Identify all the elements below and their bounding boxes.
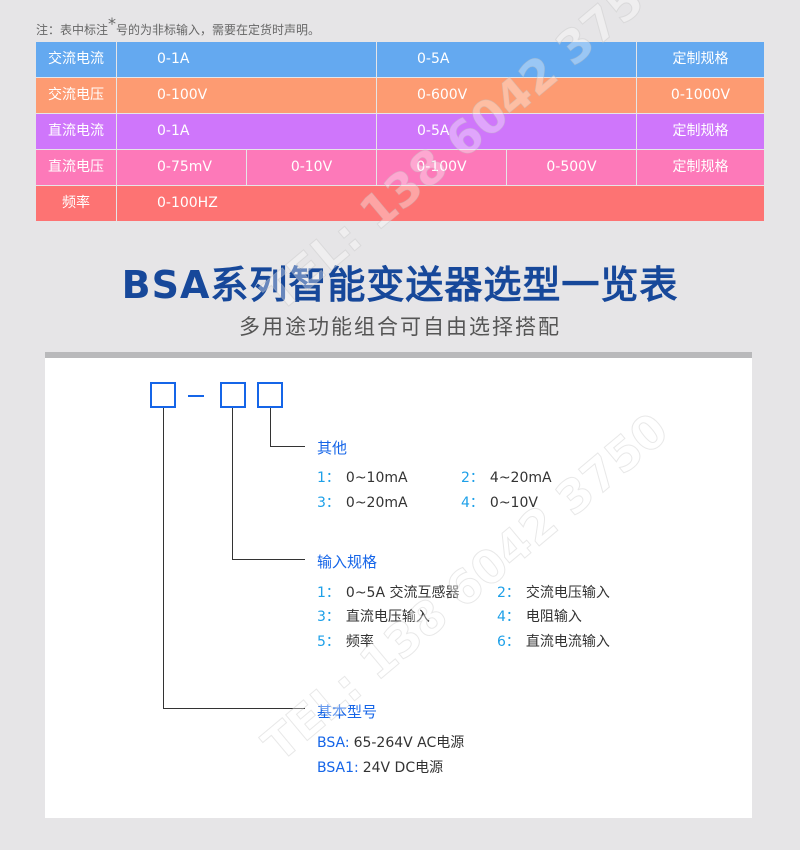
option: 2： 4~20mA (461, 467, 552, 487)
table-cell: 定制规格 (637, 114, 764, 149)
option-text: 交流电压输入 (525, 585, 610, 601)
option-number: 4： (461, 495, 484, 511)
table-cell: 0-5A (377, 42, 636, 77)
option-number: BSA1: (317, 760, 359, 776)
base-model-box (150, 382, 176, 408)
option: 4： 电阻输入 (497, 606, 582, 626)
option-text: 频率 (345, 634, 374, 650)
option: 6： 直流电流输入 (497, 631, 610, 651)
option: BSA1:24V DC电源 (317, 757, 443, 777)
input-spec-box (220, 382, 246, 408)
table-cell: 定制规格 (637, 42, 764, 77)
table-cell: 0-10V (247, 150, 376, 185)
table-cell: 0-1000V (637, 78, 764, 113)
row-label: 交流电压 (36, 78, 116, 113)
option-number: 5： (317, 634, 340, 650)
option-number: 3： (317, 609, 340, 625)
option-text: 直流电压输入 (345, 609, 430, 625)
table-cell: 0-1A (117, 114, 376, 149)
row-label: 直流电压 (36, 150, 116, 185)
connector-line (232, 408, 233, 559)
note-text: 注：表中标注 (36, 23, 109, 37)
option: 3： 0~20mA (317, 492, 408, 512)
row-label: 频率 (36, 186, 116, 221)
option-number: 6： (497, 634, 520, 650)
table-cell: 定制规格 (637, 150, 764, 185)
other-heading: 其他 (317, 439, 348, 457)
option: 1： 0~10mA (317, 467, 408, 487)
option: 3： 直流电压输入 (317, 606, 430, 626)
connector-line (163, 408, 164, 708)
option-text: 0~5A 交流互感器 (345, 585, 460, 601)
row-label: 交流电流 (36, 42, 116, 77)
option-text: 0~10V (489, 495, 538, 511)
table-cell: 0-5A (377, 114, 636, 149)
option: BSA:65-264V AC电源 (317, 732, 464, 752)
option-text: 电阻输入 (525, 609, 582, 625)
option: 2： 交流电压输入 (497, 582, 610, 602)
option-number: 1： (317, 585, 340, 601)
connector-line (270, 408, 271, 446)
connector-line (270, 446, 305, 447)
option-text: 4~20mA (489, 470, 552, 486)
option-text: 24V DC电源 (362, 760, 444, 776)
option-text: 0~20mA (345, 495, 408, 511)
option-text: 0~10mA (345, 470, 408, 486)
option-number: 1： (317, 470, 340, 486)
page-subtitle: 多用途功能组合可自由选择搭配 (239, 315, 561, 339)
other-box (257, 382, 283, 408)
table-cell: 0-600V (377, 78, 636, 113)
connector-line (232, 559, 305, 560)
base-model-heading: 基本型号 (317, 703, 378, 721)
option-number: 2： (497, 585, 520, 601)
option-text: 65-264V AC电源 (353, 735, 465, 751)
table-cell: 0-100HZ (117, 186, 764, 221)
option-text: 直流电流输入 (525, 634, 610, 650)
option-number: 4： (497, 609, 520, 625)
selection-diagram (45, 352, 752, 818)
note: 注：表中标注*号的为非标输入，需要在定货时声明。 (36, 14, 320, 38)
option: 5： 频率 (317, 631, 374, 651)
table-cell: 0-75mV (117, 150, 246, 185)
row-label: 直流电流 (36, 114, 116, 149)
option: 4： 0~10V (461, 492, 538, 512)
note-text: 号的为非标输入，需要在定货时声明。 (116, 23, 321, 37)
page-title: BSA系列智能变送器选型一览表 (121, 263, 679, 307)
option-number: 2： (461, 470, 484, 486)
code-dash (188, 395, 204, 397)
table-cell: 0-500V (507, 150, 636, 185)
input-spec-heading: 输入规格 (317, 553, 378, 571)
option-number: BSA: (317, 735, 350, 751)
table-cell: 0-100V (117, 78, 376, 113)
option: 1： 0~5A 交流互感器 (317, 582, 460, 602)
option-number: 3： (317, 495, 340, 511)
connector-line (163, 708, 305, 709)
table-cell: 0-1A (117, 42, 376, 77)
star-mark: * (108, 14, 117, 33)
table-cell: 0-100V (377, 150, 506, 185)
